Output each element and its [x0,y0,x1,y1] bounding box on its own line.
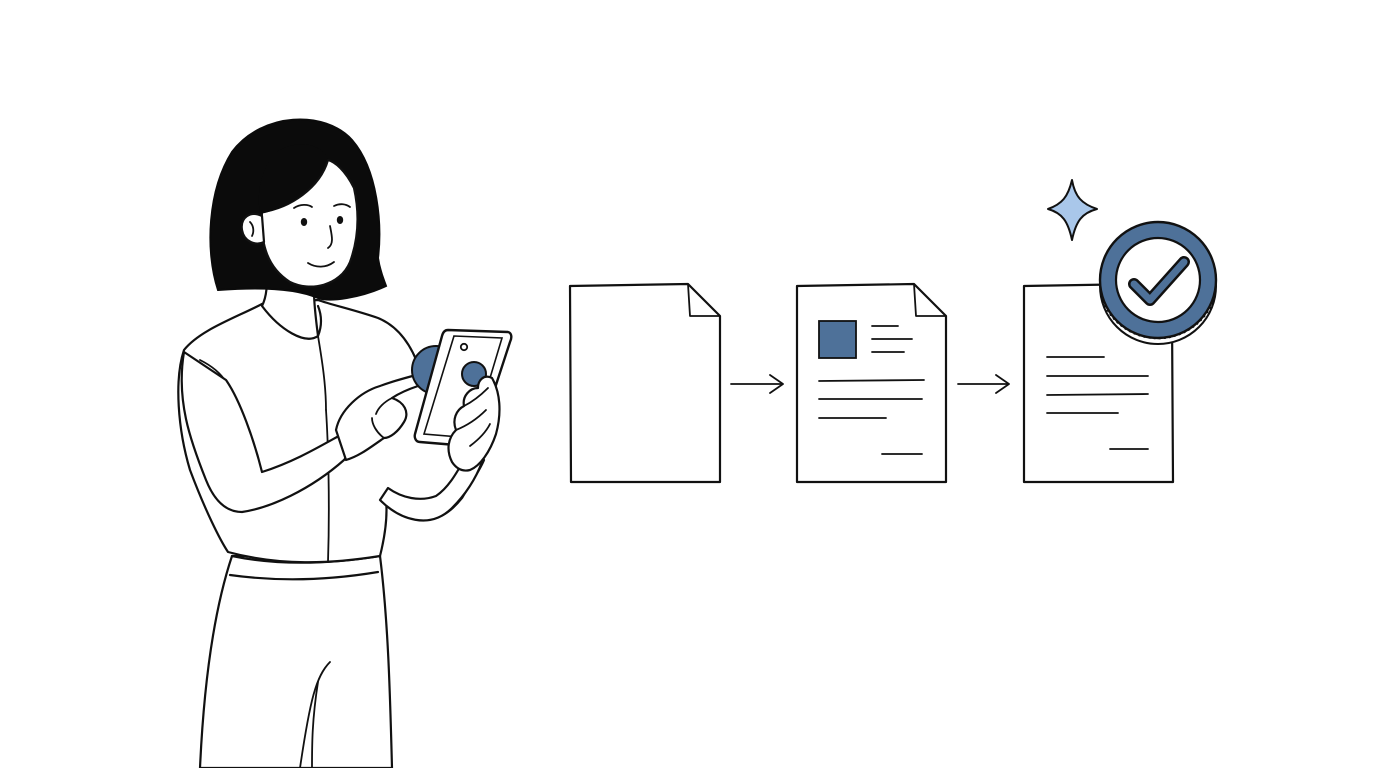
document-flow [568,179,1218,484]
pointing-arm [180,350,431,514]
face [240,144,359,288]
draft-document-icon [795,282,948,484]
arrow-right-icon [730,374,784,394]
sparkle-icon [1047,179,1098,241]
checkmark-badge-icon [1098,220,1218,345]
person-illustration [177,118,513,768]
image-placeholder-icon [818,320,857,359]
pants [198,554,394,768]
arrow-right-icon [957,374,1010,394]
blank-document-icon [568,282,722,484]
holding-hand [447,375,501,472]
